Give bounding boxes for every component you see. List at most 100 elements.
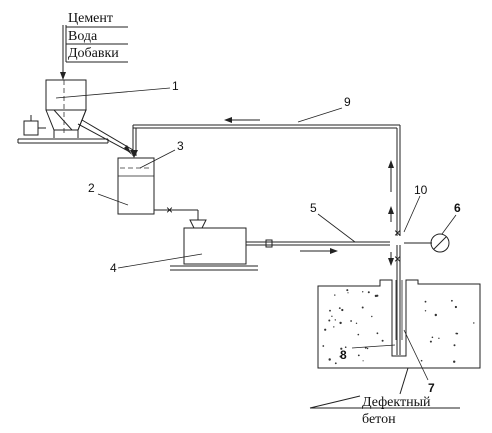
aggregate-dot [453,344,456,347]
aggregate-dot [346,289,349,292]
defect-label-line2: бетон [362,412,396,427]
tank-body [117,157,155,215]
pump-body [183,227,247,265]
aggregate-dot [367,291,370,294]
aggregate-dot [371,315,373,318]
aggregate-dot [453,360,456,363]
input-cement: Цемент [68,11,113,26]
label-8: 8 [340,348,347,362]
aggregate-dot [376,294,379,297]
aggregate-dot [339,355,342,358]
aggregate-dot [355,322,358,324]
storage-tank-2: 3 2 × [88,139,207,229]
return-flow-arrow-icon [224,117,232,123]
pump-unit-4: 4 5 [110,201,390,275]
down-arrow-icon [388,258,394,266]
label-3: 3 [177,139,184,153]
aggregate-dot [366,347,369,350]
aggregate-dot [350,320,352,322]
mixer-hopper [46,109,87,131]
aggregate-dot [341,308,344,312]
gauge-needle [433,236,447,250]
valve-mark: × [394,226,401,240]
return-line-9: 9 [130,95,401,236]
label-2: 2 [88,181,95,195]
aggregate-dot [362,291,364,293]
tee-junction-10: × 10 6 × [388,183,461,355]
return-arrow-icon [130,150,138,158]
aggregate-dot [322,345,325,347]
valve-mark: × [394,252,401,266]
aggregate-dot [473,322,475,324]
aggregate-dot [339,321,342,325]
label-6: 6 [454,201,461,215]
aggregate-dot [424,300,427,303]
aggregate-dot [431,336,434,339]
aggregate-dot [334,362,337,365]
input-water: Вода [68,29,98,44]
flow-arrow-icon [330,248,338,254]
pump-funnel [189,219,207,229]
label-9: 9 [344,95,351,109]
motor-box [23,120,39,136]
material-inputs: Цемент Вода Добавки [60,11,128,80]
aggregate-dot [340,347,343,350]
aggregate-dot [429,340,432,343]
pressure-gauge-icon [430,233,450,253]
aggregate-dot [434,313,437,317]
leader-7 [403,329,429,381]
concrete-outline [317,279,481,369]
mixer-unit-1: 1 [17,79,179,144]
leader-2 [97,193,129,206]
aggregate-dot [328,319,331,322]
mixer-body [45,79,87,111]
aggregate-dot [424,310,427,312]
aggregate-dot [381,339,384,342]
defect-pointer [309,395,361,409]
aggregate-dot [338,307,341,309]
aggregate-dot [333,326,335,328]
label-7: 7 [428,381,435,395]
riser-arrow-icon [388,206,394,214]
riser-arrow-icon [388,160,394,168]
leader-8 [351,344,396,349]
aggregate-dot [334,319,336,321]
aggregate-dot [362,360,364,362]
aggregate-dot [324,328,327,331]
leader-9 [297,107,343,123]
label-5: 5 [310,201,317,215]
aggregate-dot [438,337,440,339]
discharge-line [81,119,134,151]
aggregate-dot [451,299,453,302]
leader-5 [317,213,356,243]
aggregate-dot [420,359,423,362]
leader-6 [441,214,457,235]
aggregate-dot [334,294,336,296]
aggregate-dot [329,309,331,312]
aggregate-dot [331,315,333,317]
aggregate-dot [357,333,360,336]
discharge-arrow-icon [124,145,132,155]
leader-10 [403,195,421,233]
pipe-coupling [265,239,273,248]
concrete-block: 8 7 Дефектный бетон [309,279,481,427]
label-1: 1 [172,79,179,93]
aggregate-dot [454,305,457,309]
aggregate-dot [344,346,347,349]
mixer-cone [45,109,87,131]
aggregate-dot [357,354,360,357]
valve-mark: × [166,203,173,217]
label-10: 10 [414,183,428,197]
aggregate-dot [455,332,458,335]
aggregate-dot [376,332,379,335]
discharge-line [77,123,131,153]
leader-4 [117,253,203,269]
feed-arrow-icon [60,72,66,80]
aggregate-dots [322,289,475,365]
mixer-discharge [77,119,134,155]
input-additives: Добавки [68,46,119,61]
defect-label-line1: Дефектный [362,395,431,410]
defect-leader [399,367,409,395]
